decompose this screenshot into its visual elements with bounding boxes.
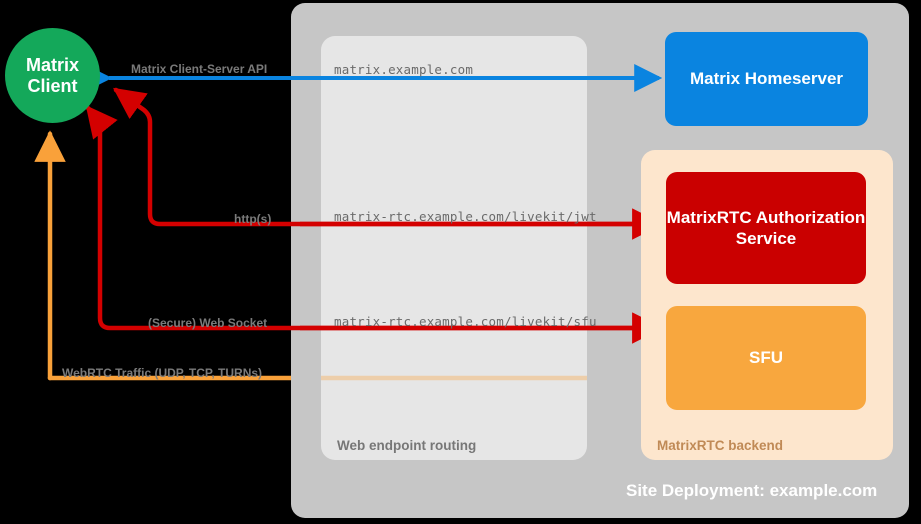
caption-site-deployment: Site Deployment: example.com [626,481,878,500]
connector-label-websocket: (Secure) Web Socket [148,316,268,330]
node-matrix-client[interactable]: Matrix Client [5,28,100,123]
node-matrixrtc-authorization-service[interactable]: MatrixRTC Authorization Service [666,172,866,284]
caption-web-endpoint-routing: Web endpoint routing [337,438,477,453]
connector-webrtc [34,130,664,394]
connector-label-webrtc: WebRTC Traffic (UDP, TCP, TURNs) [62,366,263,380]
connector-http [113,87,663,227]
matrixrtc-authorization-service-label: MatrixRTC Authorization Service [666,207,866,248]
connector-label-http: http(s) [234,212,272,226]
caption-matrixrtc-backend: MatrixRTC backend [657,438,784,453]
matrix-homeserver-label: Matrix Homeserver [689,69,844,88]
connector-label-cs-api: Matrix Client-Server API [131,62,268,76]
connector-cs-api [84,64,663,92]
matrix-client-label-line1: Matrix [25,54,79,75]
sfu-label: SFU [749,348,783,367]
node-matrix-homeserver[interactable]: Matrix Homeserver [665,32,868,126]
web-endpoint-routing-container [321,36,587,460]
connector-websocket [85,105,663,331]
endpoint-url-livekit-sfu: matrix-rtc.example.com/livekit/sfu [334,314,597,329]
endpoint-url-livekit-jwt: matrix-rtc.example.com/livekit/jwt [334,209,597,224]
matrix-client-label-line2: Client [27,75,78,96]
node-sfu[interactable]: SFU [666,306,866,410]
endpoint-url-matrix: matrix.example.com [334,62,474,77]
